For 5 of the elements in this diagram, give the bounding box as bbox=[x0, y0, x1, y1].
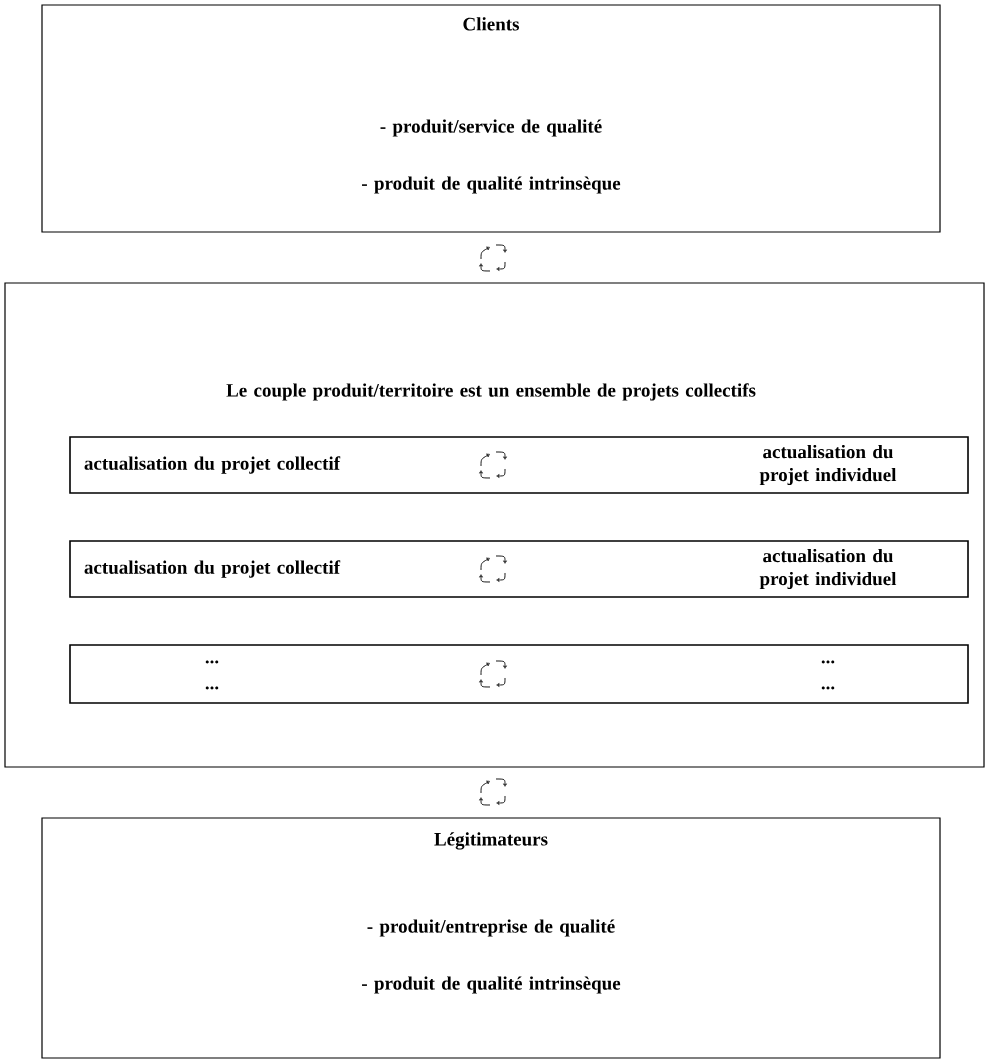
panel: Légitimateurs - produit/entreprise de qualité - produit de qualité intrinsèque bbox=[41, 817, 941, 1059]
row-box: actualisation du projet collectif actualisation du projet individuel bbox=[69, 436, 969, 494]
row-box: actualisation du projet collectif actualisation du projet individuel bbox=[69, 540, 969, 598]
row-box: ... ... ... ... bbox=[69, 644, 969, 704]
panel: Clients - produit/service de qualité - produit de qualité intrinsèque bbox=[41, 4, 941, 233]
